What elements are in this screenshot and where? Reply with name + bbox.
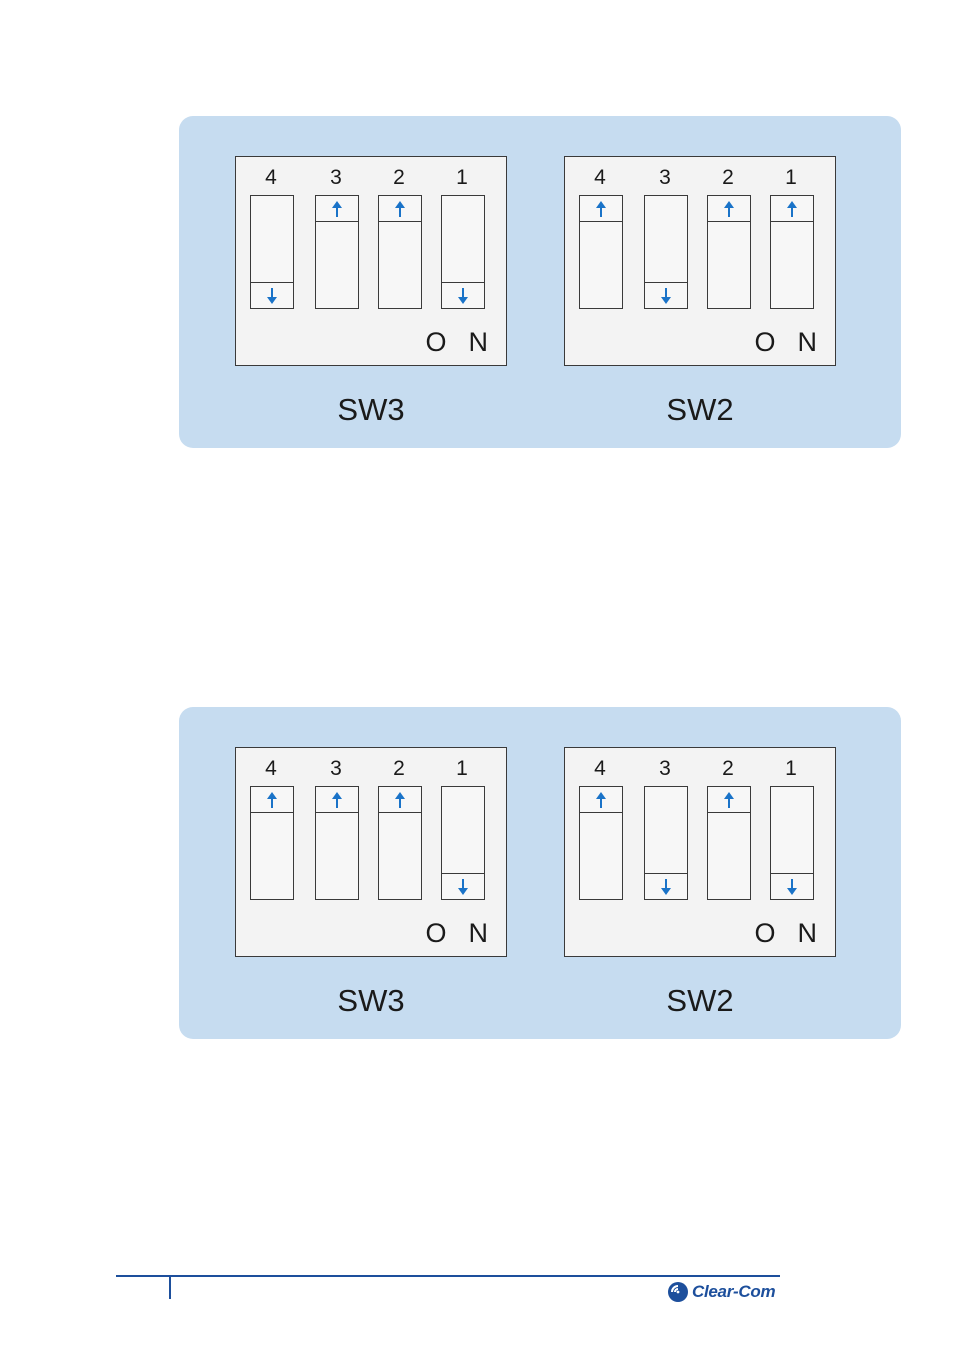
switch-actuator	[708, 196, 750, 222]
arrow-up-icon	[393, 791, 407, 809]
switch-number: 1	[768, 167, 814, 188]
switch-actuator	[316, 787, 358, 813]
switch-actuator	[580, 196, 622, 222]
dip-switch-2	[378, 195, 422, 309]
clear-com-logo: Clear-Com	[667, 1280, 775, 1304]
switch-actuator	[379, 787, 421, 813]
switch-number: 4	[248, 758, 294, 779]
arrow-down-icon	[456, 287, 470, 305]
switch-actuator	[771, 873, 813, 899]
arrow-up-icon	[594, 200, 608, 218]
dip-switch-1	[441, 195, 485, 309]
sw2-caption: SW2	[564, 985, 836, 1016]
dip-switch-2	[707, 786, 751, 900]
switch-number: 2	[705, 167, 751, 188]
switch-actuator	[251, 282, 293, 308]
on-label: ON	[755, 329, 840, 356]
arrow-up-icon	[594, 791, 608, 809]
switch-actuator	[771, 196, 813, 222]
dip-switch-4	[250, 195, 294, 309]
on-label: ON	[426, 920, 511, 947]
arrow-down-icon	[785, 878, 799, 896]
dip-switch-1	[770, 195, 814, 309]
dip-switch-figure-1: 4 3 2 1 ON 4 3 2 1 ON SW3 SW2	[179, 116, 901, 448]
dip-switch-1	[441, 786, 485, 900]
switch-number: 2	[705, 758, 751, 779]
switch-number: 3	[642, 167, 688, 188]
switch-number: 2	[376, 167, 422, 188]
switch-actuator	[708, 787, 750, 813]
dip-switch-3	[644, 195, 688, 309]
dip-switch-2	[378, 786, 422, 900]
switch-number: 3	[313, 758, 359, 779]
switch-number: 1	[439, 758, 485, 779]
arrow-down-icon	[265, 287, 279, 305]
dip-switch-3	[315, 786, 359, 900]
footer-page-marker	[169, 1277, 171, 1299]
switch-number: 3	[642, 758, 688, 779]
arrow-up-icon	[722, 200, 736, 218]
arrow-up-icon	[722, 791, 736, 809]
dip-switch-figure-2: 4 3 2 1 ON 4 3 2 1 ON SW3 SW2	[179, 707, 901, 1039]
sw2-dip-block: 4 3 2 1 ON	[564, 747, 836, 957]
switch-number: 1	[768, 758, 814, 779]
sw3-caption: SW3	[235, 394, 507, 425]
switch-number: 4	[577, 758, 623, 779]
switch-actuator	[580, 787, 622, 813]
sw3-dip-block: 4 3 2 1 ON	[235, 156, 507, 366]
dip-switch-3	[315, 195, 359, 309]
logo-text: Clear-Com	[692, 1282, 775, 1302]
switch-actuator	[442, 282, 484, 308]
arrow-up-icon	[393, 200, 407, 218]
switch-number: 3	[313, 167, 359, 188]
switch-actuator	[645, 282, 687, 308]
sw2-caption: SW2	[564, 394, 836, 425]
arrow-up-icon	[785, 200, 799, 218]
footer-rule	[116, 1275, 780, 1277]
arrow-down-icon	[659, 287, 673, 305]
switch-number: 4	[577, 167, 623, 188]
switch-actuator	[251, 787, 293, 813]
arrow-down-icon	[659, 878, 673, 896]
dip-switch-1	[770, 786, 814, 900]
on-label: ON	[426, 329, 511, 356]
arrow-up-icon	[330, 791, 344, 809]
dip-switch-4	[579, 786, 623, 900]
dip-switch-2	[707, 195, 751, 309]
dip-switch-4	[579, 195, 623, 309]
switch-actuator	[442, 873, 484, 899]
arrow-up-icon	[265, 791, 279, 809]
arrow-down-icon	[456, 878, 470, 896]
arrow-up-icon	[330, 200, 344, 218]
sw2-dip-block: 4 3 2 1 ON	[564, 156, 836, 366]
on-label: ON	[755, 920, 840, 947]
switch-actuator	[316, 196, 358, 222]
sw3-dip-block: 4 3 2 1 ON	[235, 747, 507, 957]
switch-number: 1	[439, 167, 485, 188]
switch-number: 4	[248, 167, 294, 188]
clear-com-logo-icon	[667, 1281, 689, 1303]
sw3-caption: SW3	[235, 985, 507, 1016]
dip-switch-3	[644, 786, 688, 900]
switch-number: 2	[376, 758, 422, 779]
dip-switch-4	[250, 786, 294, 900]
switch-actuator	[379, 196, 421, 222]
switch-actuator	[645, 873, 687, 899]
